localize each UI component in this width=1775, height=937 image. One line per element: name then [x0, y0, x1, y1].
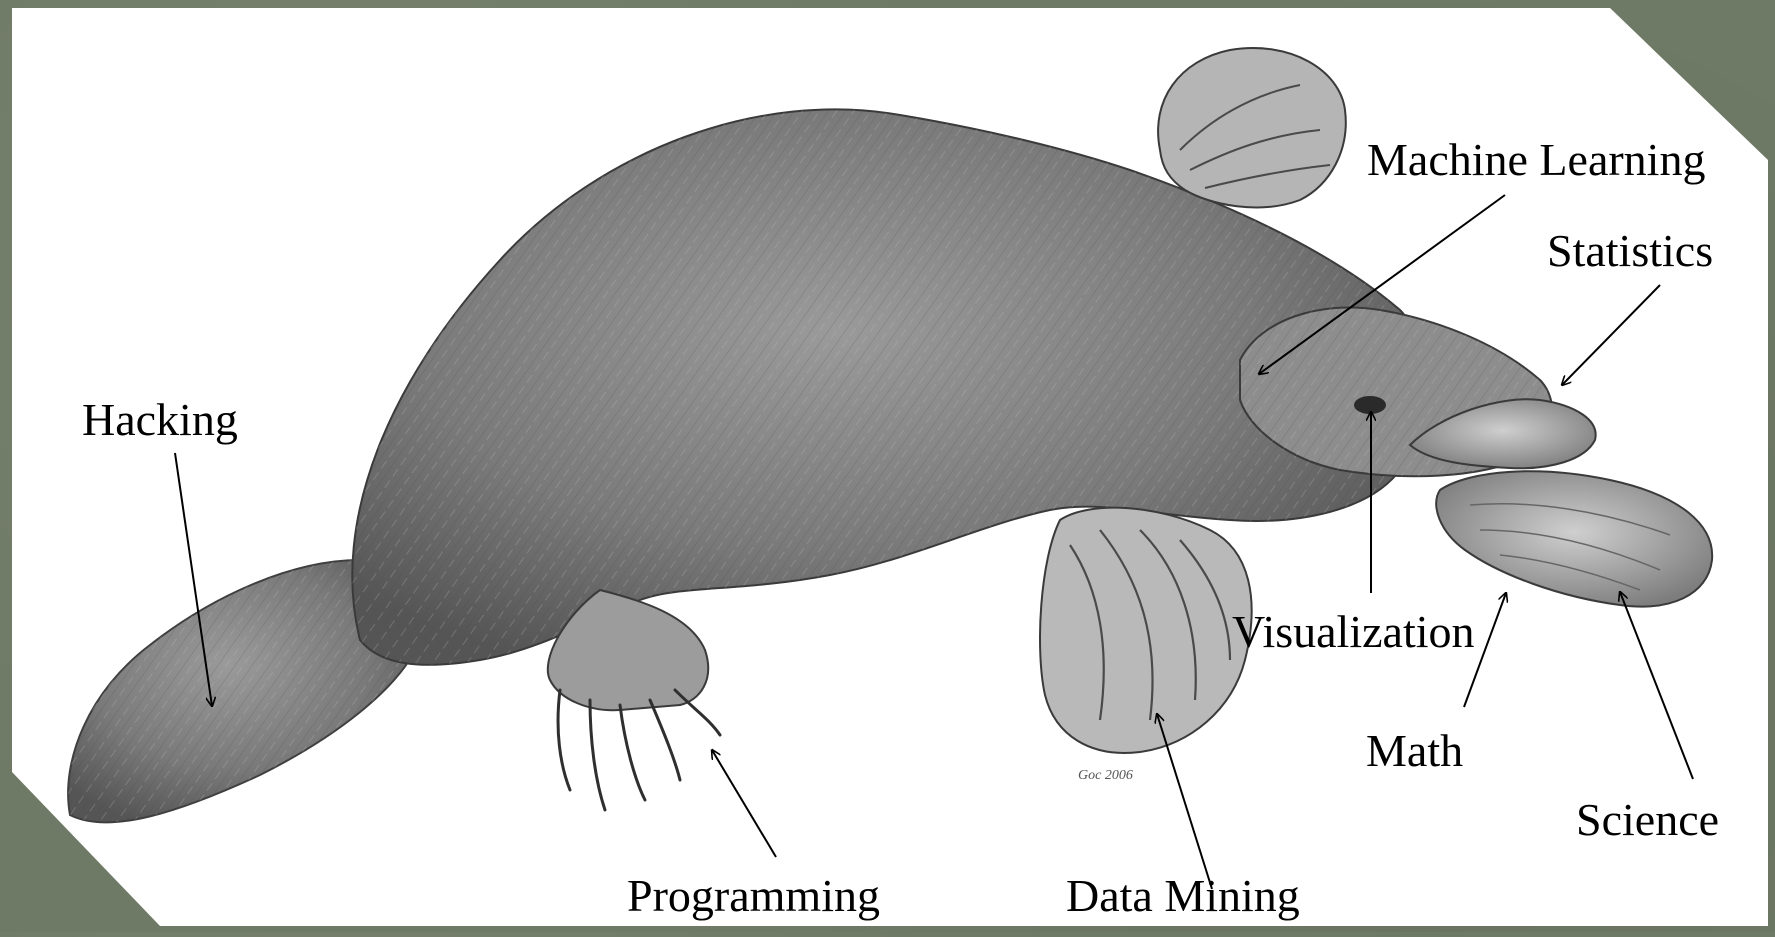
label-data-mining: Data Mining	[1066, 873, 1300, 919]
label-visualization: Visualization	[1232, 609, 1475, 655]
platypus-eye	[1354, 396, 1386, 414]
label-machine-learning: Machine Learning	[1367, 137, 1705, 183]
platypus-back-foot	[1158, 48, 1346, 207]
label-science: Science	[1576, 797, 1719, 843]
label-math: Math	[1366, 728, 1463, 774]
label-statistics: Statistics	[1547, 228, 1713, 274]
label-programming: Programming	[627, 873, 880, 919]
artist-signature: Goc 2006	[1078, 768, 1133, 783]
label-hacking: Hacking	[82, 397, 238, 443]
